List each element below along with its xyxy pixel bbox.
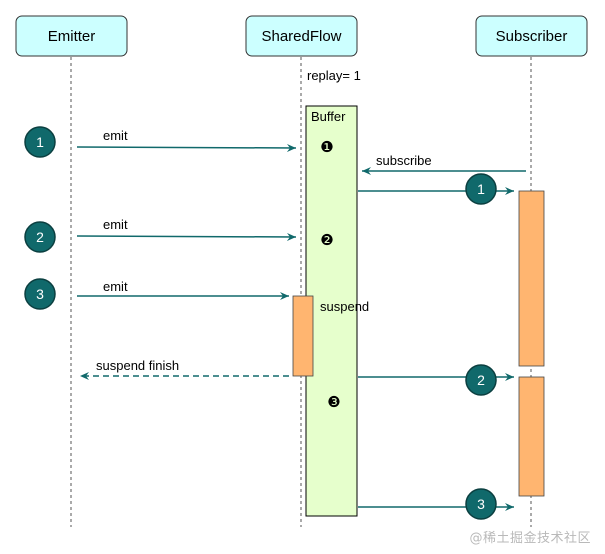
watermark: @稀土掘金技术社区 — [469, 531, 591, 546]
sharedflow-label: SharedFlow — [261, 28, 341, 45]
buffer-box — [305, 105, 358, 517]
buffer-slot-3: ❸ — [327, 394, 340, 411]
delivery-step-badge-3: 3 — [465, 488, 497, 520]
emit-arrow-1 — [76, 143, 297, 152]
subscriber-activation-1 — [518, 190, 545, 367]
emitter-step-badge-1: 1 — [24, 126, 56, 158]
sharedflow-suspend-activation — [292, 295, 314, 377]
emitter-step-badge-2: 2 — [24, 221, 56, 253]
replay-label: replay= 1 — [307, 68, 361, 83]
buffer-slot-2: ❷ — [320, 232, 333, 249]
svg-text:1: 1 — [477, 181, 485, 197]
sharedflow-participant: SharedFlow — [245, 15, 358, 57]
emit-label-3: emit — [103, 279, 128, 294]
svg-text:2: 2 — [477, 372, 485, 388]
emit-label-1: emit — [103, 128, 128, 143]
emit-label-2: emit — [103, 217, 128, 232]
subscriber-participant: Subscriber — [475, 15, 588, 57]
emit-arrow-2 — [76, 232, 297, 241]
emitter-participant: Emitter — [15, 15, 128, 57]
emitter-label: Emitter — [48, 28, 96, 45]
svg-text:2: 2 — [36, 229, 44, 245]
emitter-step-badge-3: 3 — [24, 278, 56, 310]
buffer-label: Buffer — [311, 109, 346, 124]
delivery-step-badge-1: 1 — [465, 173, 497, 205]
svg-text:3: 3 — [36, 286, 44, 302]
subscribe-label: subscribe — [376, 153, 432, 168]
suspend-label: suspend — [320, 299, 369, 314]
subscriber-activation-2 — [518, 376, 545, 497]
svg-text:1: 1 — [36, 134, 44, 150]
suspend-finish-label: suspend finish — [96, 358, 179, 373]
svg-text:3: 3 — [477, 496, 485, 512]
subscriber-label: Subscriber — [496, 28, 568, 45]
delivery-step-badge-2: 2 — [465, 364, 497, 396]
buffer-slot-1: ❶ — [320, 139, 333, 156]
